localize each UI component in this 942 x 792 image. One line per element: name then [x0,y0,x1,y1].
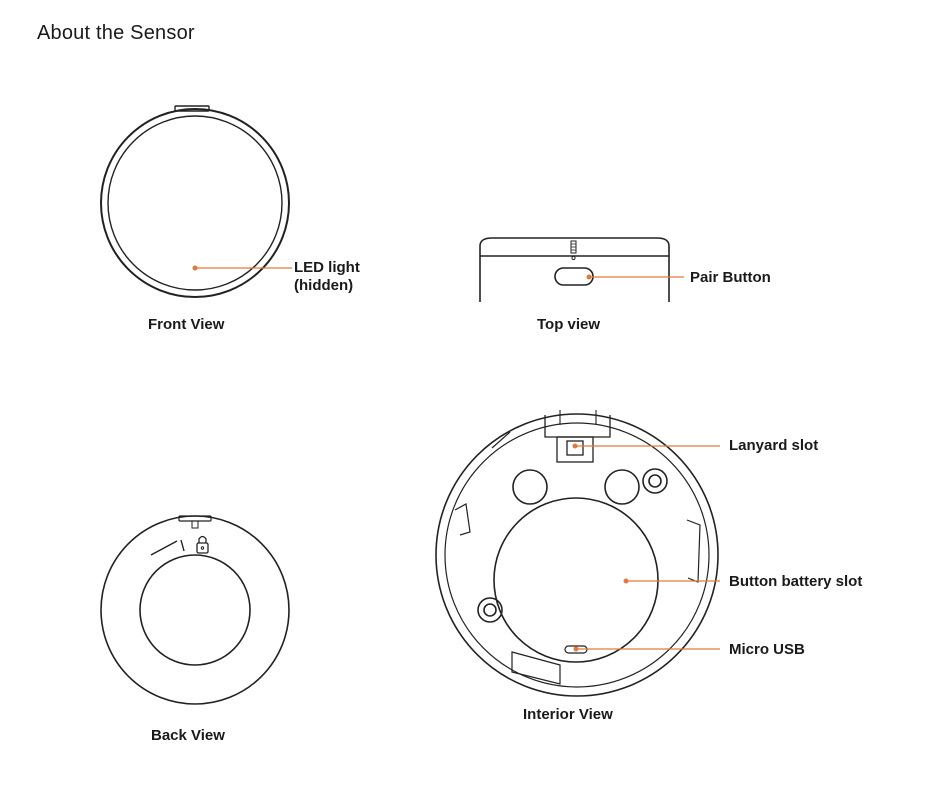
battery-slot-label: Button battery slot [729,573,862,591]
pair-button-label: Pair Button [690,269,771,287]
lanyard-slot-label-text: Lanyard slot [729,437,819,454]
led-light-label: LED light (hidden) [294,259,360,295]
usb-callout-line [573,646,720,652]
interior-view-caption: Interior View [523,706,613,723]
front-view-caption: Front View [148,316,225,333]
pair-button-label-text: Pair Button [690,269,771,286]
top-view-caption: Top view [537,316,601,333]
battery-slot-label-text: Button battery slot [729,573,863,590]
led-callout-line [192,265,292,271]
lanyard-callout-line [572,443,720,449]
led-light-label-line2: (hidden) [294,277,354,294]
battery-callout-line [623,578,720,584]
micro-usb-label-text: Micro USB [729,641,805,658]
lanyard-slot-label: Lanyard slot [729,437,818,455]
led-light-label-line1: LED light [294,259,360,276]
micro-usb-label: Micro USB [729,641,805,659]
interior-view-illustration [435,410,719,697]
top-view-illustration [479,237,670,302]
page-title: About the Sensor [37,22,195,44]
front-view-illustration [100,105,290,298]
back-view-caption: Back View [151,727,225,744]
pair-button-callout-line [586,274,684,280]
back-view-illustration [100,515,290,705]
